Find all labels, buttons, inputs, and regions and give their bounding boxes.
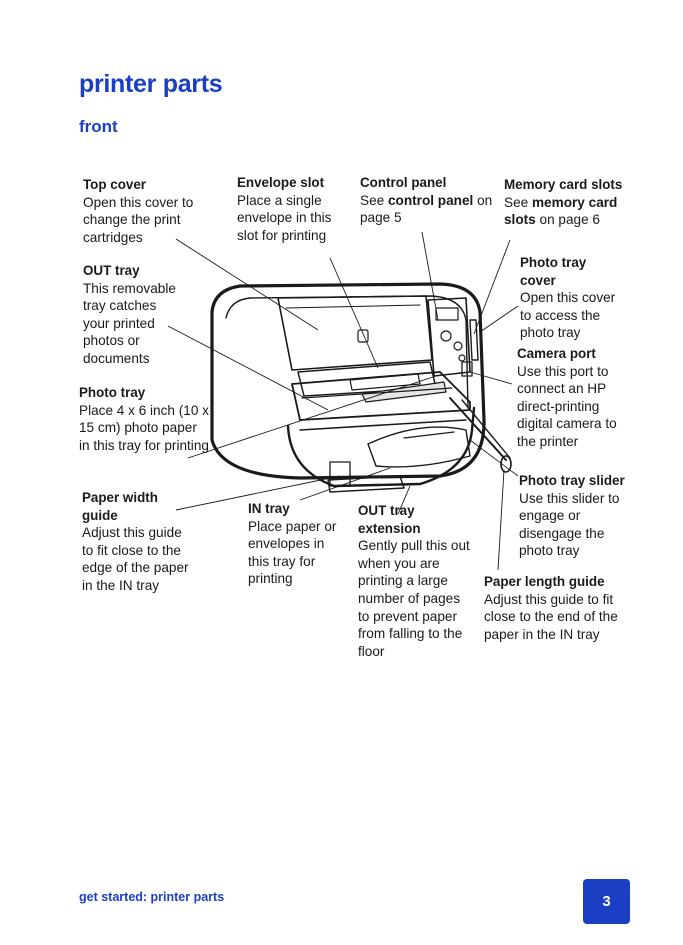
section-subtitle: front <box>79 117 118 136</box>
callout-body: Open this cover to change the print cart… <box>83 194 194 245</box>
callout-heading: Camera port <box>517 346 596 361</box>
callout-paper-width-guide: Paper width guide Adjust this guide to f… <box>82 489 190 595</box>
callout-photo-tray: Photo tray Place 4 x 6 inch (10 x 15 cm)… <box>79 384 209 454</box>
callout-camera-port: Camera port Use this port to connect an … <box>517 345 631 451</box>
leader-out-tray <box>167 325 329 411</box>
leader-top-cover <box>175 238 319 331</box>
leader-photo-tray <box>187 375 437 459</box>
leader-photo-tray-slider <box>469 439 519 477</box>
control-panel-shape <box>427 297 471 377</box>
callout-envelope-slot: Envelope slot Place a single envelope in… <box>237 174 347 244</box>
callout-heading: Photo tray cover <box>520 255 587 288</box>
top-cover-shape <box>277 295 433 371</box>
callout-out-tray-extension: OUT tray extension Gently pull this out … <box>358 502 470 660</box>
page-number-badge: 3 <box>583 879 630 924</box>
callout-heading: Memory card slots <box>504 177 623 192</box>
callout-body-bold: control panel <box>387 192 474 208</box>
callout-body: Adjust this guide to fit close to the en… <box>484 591 618 642</box>
callout-memory-card-slots: Memory card slots See memory card slots … <box>504 176 634 229</box>
leader-out-tray-extension <box>397 485 411 515</box>
callout-heading: Photo tray slider <box>519 473 625 488</box>
leader-memory-card-slots <box>473 239 511 335</box>
paper-width-guide-shape <box>329 461 351 487</box>
callout-body-pre: See <box>504 194 532 210</box>
callout-heading: Envelope slot <box>237 175 325 190</box>
callout-in-tray: IN tray Place paper or envelopes in this… <box>248 500 348 588</box>
callout-body-post: on page 5 <box>360 192 493 226</box>
callout-body: Open this cover to access the photo tray <box>520 290 616 341</box>
callout-body-post: on page 6 <box>535 212 601 228</box>
callout-paper-length-guide: Paper length guide Adjust this guide to … <box>484 573 630 643</box>
page-title: printer parts <box>79 70 223 98</box>
callout-control-panel: Control panel See control panel on page … <box>360 174 496 227</box>
callout-body-pre: See <box>360 192 388 208</box>
callout-heading: Control panel <box>360 175 447 190</box>
leader-control-panel <box>421 231 439 321</box>
callout-body: This removable tray catches your printed… <box>83 280 176 366</box>
callout-body-bold: memory card slots <box>504 194 618 228</box>
leader-in-tray <box>299 467 391 501</box>
callout-body: Use this slider to engage or disengage t… <box>519 490 620 559</box>
leader-paper-width-guide <box>175 475 341 511</box>
callout-body: Place 4 x 6 inch (10 x 15 cm) photo pape… <box>79 402 209 453</box>
callout-heading: Top cover <box>83 177 146 192</box>
callout-body: Gently pull this out when you are printi… <box>358 538 470 659</box>
callout-body: Place paper or envelopes in this tray fo… <box>248 518 337 587</box>
camera-port-shape <box>461 361 473 377</box>
leader-photo-tray-cover <box>479 305 519 333</box>
leader-paper-length-guide <box>497 469 505 571</box>
callout-heading: OUT tray <box>83 263 140 278</box>
callout-heading: Paper width guide <box>82 490 158 523</box>
callout-photo-tray-slider: Photo tray slider Use this slider to eng… <box>519 472 631 560</box>
callout-heading: IN tray <box>248 501 290 516</box>
leader-camera-port <box>469 371 513 385</box>
callout-body: Adjust this guide to fit close to the ed… <box>82 525 189 593</box>
callout-heading: Paper length guide <box>484 574 605 589</box>
callout-body: Use this port to connect an HP direct-pr… <box>517 363 617 449</box>
callout-photo-tray-cover: Photo tray cover Open this cover to acce… <box>520 254 624 342</box>
photo-tray-slider-shape <box>449 397 507 461</box>
footer-running-head: get started: printer parts <box>79 890 225 904</box>
out-tray-shape <box>291 371 471 421</box>
callout-heading: OUT tray extension <box>358 503 421 536</box>
in-tray-shape <box>286 406 476 488</box>
callout-out-tray: OUT tray This removable tray catches you… <box>83 262 183 368</box>
callout-body: Place a single envelope in this slot for… <box>237 192 332 243</box>
leader-envelope-slot <box>329 257 379 369</box>
printer-body-outline <box>210 282 486 480</box>
callout-top-cover: Top cover Open this cover to change the … <box>83 176 213 246</box>
callout-heading: Photo tray <box>79 385 146 400</box>
